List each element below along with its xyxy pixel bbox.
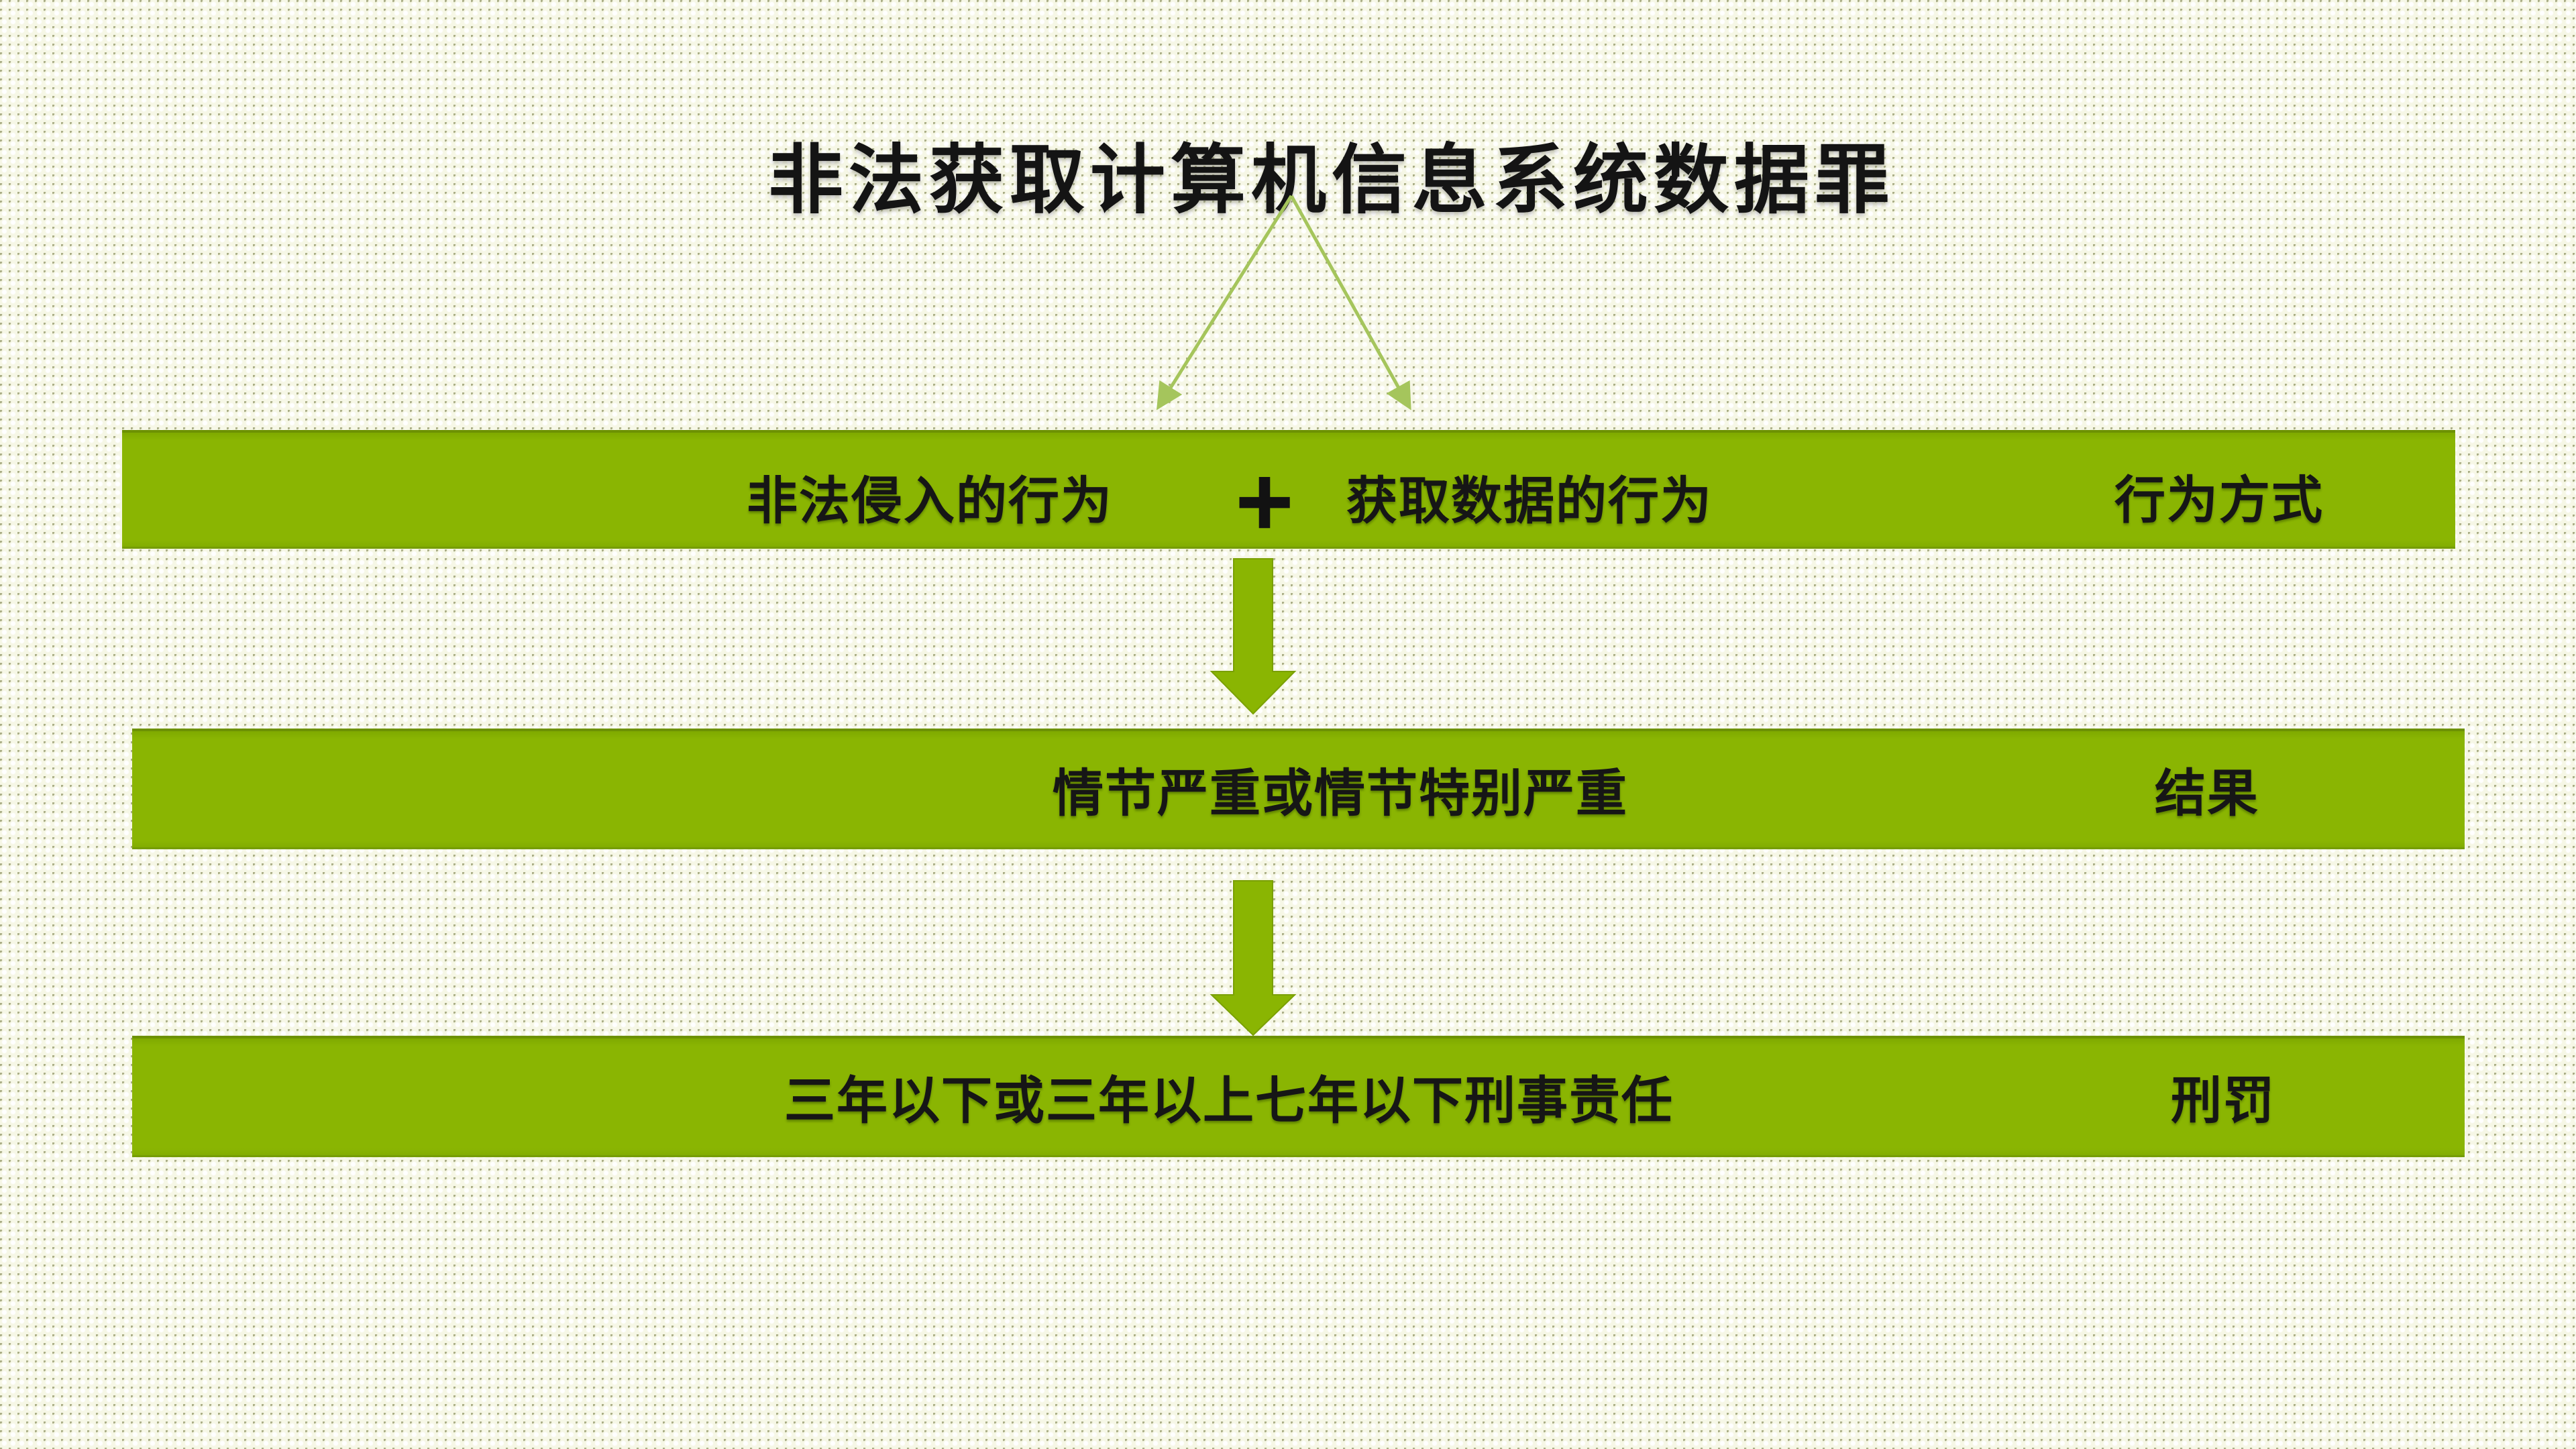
row-behavior-bar bbox=[122, 430, 2455, 549]
row3-text: 三年以下或三年以上七年以下刑事责任 bbox=[784, 1073, 1674, 1130]
down-arrow-2-icon bbox=[1210, 880, 1297, 1036]
row2-text: 情节严重或情节特别严重 bbox=[1053, 765, 1628, 822]
row1-right-text: 获取数据的行为 bbox=[1346, 473, 1713, 530]
row-result-bar bbox=[132, 729, 2465, 849]
row1-category-label: 行为方式 bbox=[2114, 472, 2324, 529]
row3-category-label: 刑罚 bbox=[2171, 1073, 2275, 1130]
page-title: 非法获取计算机信息系统数据罪 bbox=[768, 138, 1895, 222]
plus-operator: + bbox=[1235, 445, 1294, 557]
down-arrow-1-icon bbox=[1210, 558, 1297, 715]
row2-category-label: 结果 bbox=[2155, 765, 2259, 822]
row1-left-text: 非法侵入的行为 bbox=[747, 473, 1113, 530]
row-penalty-bar bbox=[132, 1036, 2465, 1157]
